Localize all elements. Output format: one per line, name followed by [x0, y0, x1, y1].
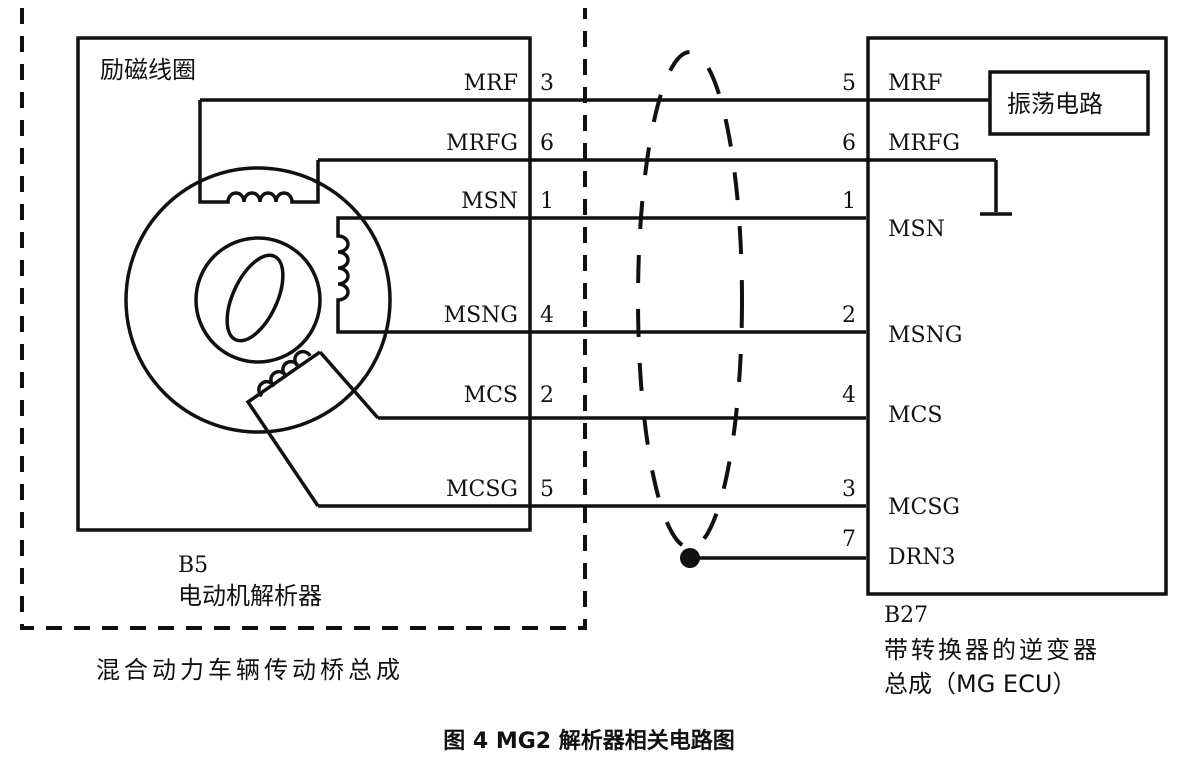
right-pin-mrfg: 6 [842, 131, 856, 156]
left-pin-msng: 4 [540, 303, 554, 328]
right-label-msng: MSNG [888, 323, 962, 348]
resolver-rotor [225, 253, 285, 343]
right-label-mrfg: MRFG [888, 131, 960, 156]
right-pin-mcs: 4 [842, 383, 856, 408]
resolver-id: B5 [178, 553, 208, 578]
left-label-msng: MSNG [444, 303, 518, 328]
resolver-rotor-ring [194, 236, 322, 364]
oscillator-label: 振荡电路 [1007, 90, 1103, 118]
sine-coil [336, 216, 352, 334]
left-label-mrfg: MRFG [446, 131, 518, 156]
right-label-drn3: DRN3 [888, 545, 955, 570]
right-label-mcsg: MCSG [888, 495, 960, 520]
coil-title: 励磁线圈 [100, 56, 196, 84]
cable-shield [636, 50, 744, 550]
resolver-box [76, 36, 532, 532]
right-pin-drn3: 7 [842, 527, 856, 552]
figure-caption: 图 4 MG2 解析器相关电路图 [443, 728, 735, 754]
left-label-mrf: MRF [464, 71, 518, 96]
left-pin-mcs: 2 [540, 383, 554, 408]
left-pin-msn: 1 [540, 189, 554, 214]
cosine-coil [245, 349, 380, 507]
left-label-mcsg: MCSG [446, 477, 518, 502]
shield-drain-dot [680, 548, 700, 568]
ecu-name-line2: 总成（MG ECU） [884, 670, 1076, 698]
right-pin-mcsg: 3 [842, 477, 856, 502]
ecu-box [866, 36, 1168, 596]
right-label-mcs: MCS [888, 403, 942, 428]
excitation-coil [198, 100, 320, 204]
right-label-msn: MSN [888, 217, 945, 242]
left-pin-mcsg: 5 [540, 477, 554, 502]
left-label-mcs: MCS [464, 383, 518, 408]
left-pin-mrfg: 6 [540, 131, 554, 156]
ecu-id: B27 [884, 603, 928, 628]
left-label-msn: MSN [461, 189, 518, 214]
ecu-name-line1: 带转换器的逆变器 [884, 636, 1100, 664]
right-pin-msng: 2 [842, 303, 856, 328]
right-pin-msn: 1 [842, 189, 856, 214]
resolver-stator [124, 166, 392, 434]
left-pin-mrf: 3 [540, 71, 554, 96]
right-label-mrf: MRF [888, 71, 942, 96]
transaxle-boundary [20, 8, 587, 630]
resolver-name: 电动机解析器 [178, 582, 322, 610]
transaxle-name: 混合动力车辆传动桥总成 [96, 656, 404, 684]
oscillator-box [988, 70, 1150, 136]
right-pin-mrf: 5 [842, 71, 856, 96]
